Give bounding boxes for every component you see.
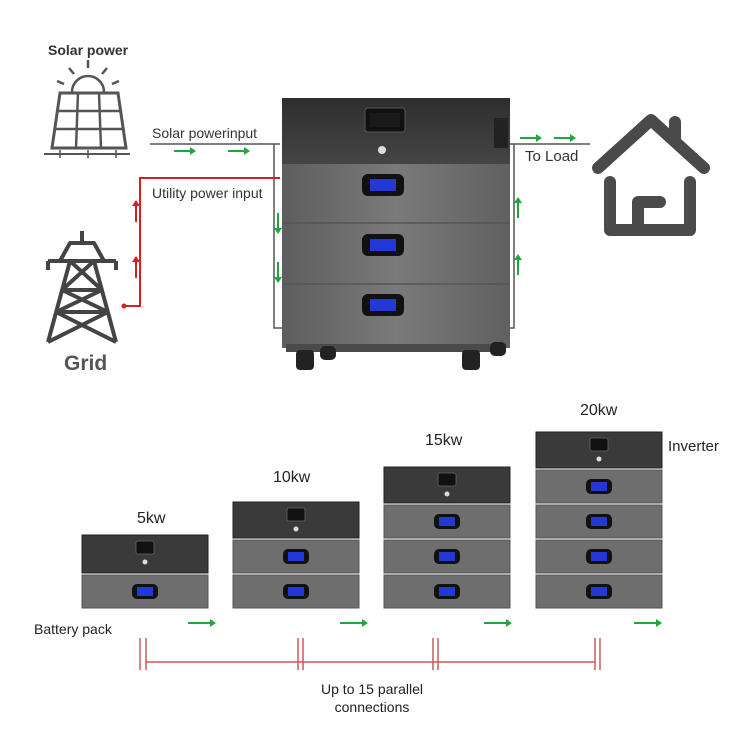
inverter-display <box>135 540 155 555</box>
sun-icon <box>56 60 120 93</box>
battery-screen <box>439 587 455 596</box>
battery-screen <box>439 552 455 561</box>
capacity-label-20kw: 20kw <box>580 402 618 419</box>
battery-screen <box>591 587 607 596</box>
battery-pack-label: Battery pack <box>34 621 112 637</box>
to-load-label: To Load <box>525 148 579 165</box>
inverter-display <box>286 507 306 522</box>
main-storage-cabinet <box>282 98 510 370</box>
battery-screen <box>591 482 607 491</box>
capacity-label-15kw: 15kw <box>425 432 463 449</box>
utility-flow-arrows <box>121 200 140 309</box>
caster-wheels <box>296 342 506 370</box>
power-button-icon <box>596 456 602 462</box>
parallel-connections-label: Up to 15 parallel connections <box>321 681 423 715</box>
capacity-configurations <box>81 431 663 609</box>
parallel-flow-arrows <box>188 619 662 627</box>
battery-screen <box>288 587 304 596</box>
inverter-label: Inverter <box>668 438 719 455</box>
battery-screen <box>591 517 607 526</box>
capacity-label-5kw: 5kw <box>137 510 166 527</box>
solar-input-line <box>150 143 283 329</box>
config-stack-20kw <box>535 431 663 609</box>
battery-displays <box>362 174 404 316</box>
power-button-icon <box>378 146 386 154</box>
battery-screen <box>591 552 607 561</box>
grid-label: Grid <box>64 352 108 375</box>
house-icon <box>592 114 710 236</box>
solar-power-input-label: Solar powerinput <box>152 125 258 141</box>
solar-flow-arrows <box>174 134 576 283</box>
power-button-icon <box>142 559 148 565</box>
power-button-icon <box>293 526 299 532</box>
transmission-tower-icon <box>46 231 118 344</box>
config-stack-10kw <box>232 501 360 609</box>
capacity-label-10kw: 10kw <box>273 469 311 486</box>
inverter-display <box>437 472 457 487</box>
solar-power-label: Solar power <box>48 42 129 58</box>
power-button-icon <box>444 491 450 497</box>
utility-input-line <box>124 177 280 307</box>
parallel-connection-bracket <box>139 638 601 670</box>
utility-power-input-label: Utility power input <box>152 185 263 201</box>
config-stack-15kw <box>383 466 511 609</box>
battery-screen <box>137 587 153 596</box>
battery-screen <box>288 552 304 561</box>
solar-panel-icon <box>44 60 130 158</box>
load-output-line <box>507 143 590 329</box>
inverter-display <box>589 437 609 452</box>
battery-screen <box>439 517 455 526</box>
config-stack-5kw <box>81 534 209 609</box>
